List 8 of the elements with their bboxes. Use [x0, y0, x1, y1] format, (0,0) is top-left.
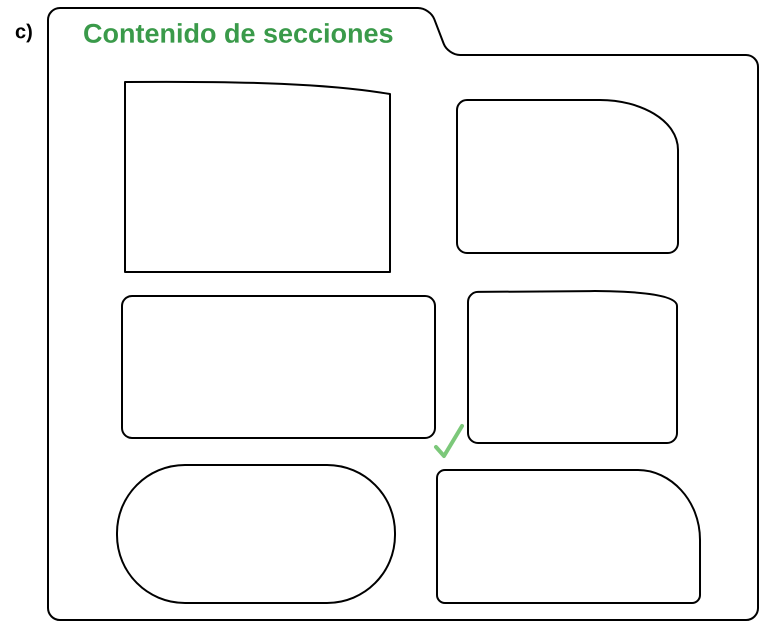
part-label: c)	[16, 24, 32, 42]
section-shape	[121, 295, 436, 439]
section-shape	[124, 80, 391, 273]
section-shape	[436, 469, 701, 604]
section-shape	[116, 464, 396, 604]
folder-panel: Contenido de secciones	[47, 7, 759, 621]
section-shape	[456, 99, 679, 254]
section-shape	[467, 290, 678, 444]
